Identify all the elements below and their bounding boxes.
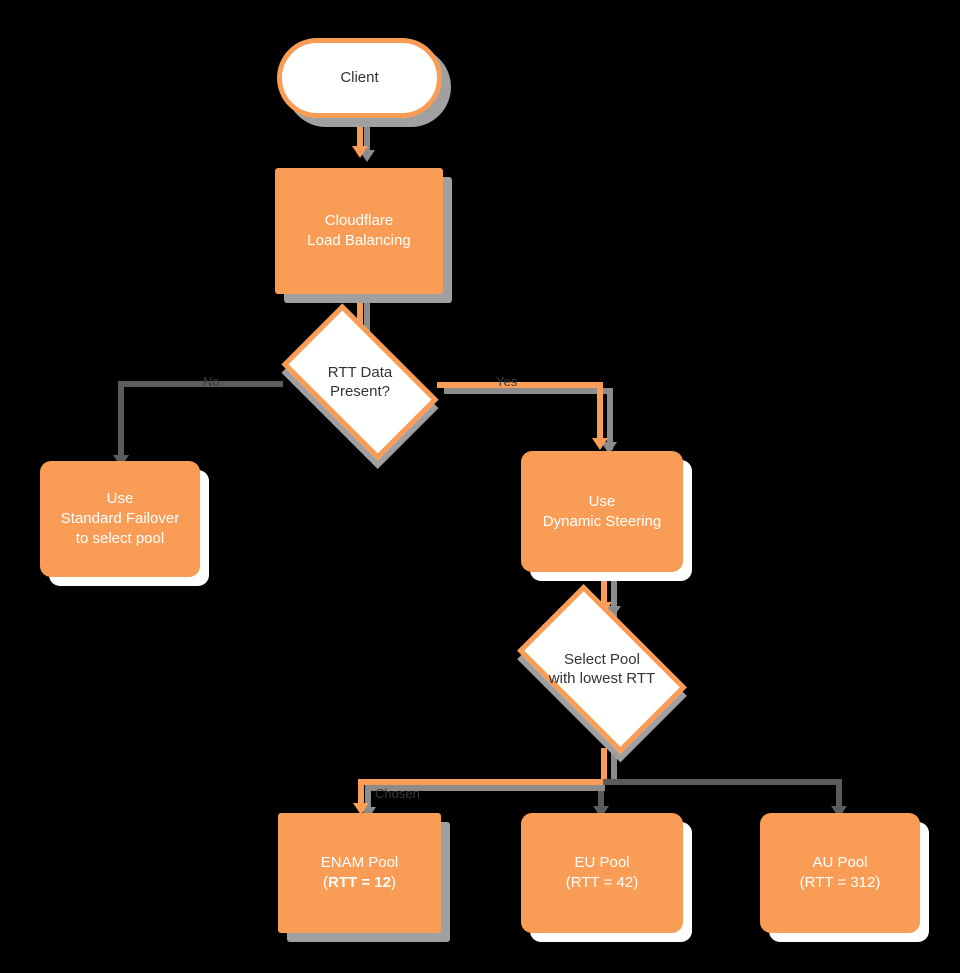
node-standard-failover-line2: Standard Failover <box>60 510 180 528</box>
edge-steering-to-select-shadow <box>611 578 617 620</box>
node-enam-pool[interactable]: ENAM Pool (RTT = 12) <box>278 813 441 933</box>
node-load-balancing-line1: Cloudflare <box>324 212 394 230</box>
node-standard-failover[interactable]: Use Standard Failover to select pool <box>40 461 200 577</box>
edge-select-to-enam-vertical-shadow <box>365 785 371 815</box>
node-select-pool-line1: Select Pool <box>564 650 640 668</box>
node-enam-pool-rtt: (RTT = 12) <box>321 873 399 893</box>
node-au-pool-value: RTT = 312 <box>804 874 876 891</box>
node-au-pool-paren-open: ( <box>799 874 805 891</box>
node-au-pool-line1: AU Pool <box>812 854 868 872</box>
edge-select-to-enam-horizontal-shadow <box>365 785 605 791</box>
node-eu-pool-paren-open: ( <box>565 874 571 891</box>
edge-decision-yes-horizontal-shadow <box>444 388 607 394</box>
edge-select-to-au-horizontal <box>604 779 842 785</box>
node-enam-pool-line1: ENAM Pool <box>320 854 399 872</box>
edge-select-stem <box>601 748 607 780</box>
edge-label-yes: Yes <box>496 374 518 389</box>
edge-client-to-lb-shadow <box>364 118 370 158</box>
arrow-decision-yes <box>592 438 608 450</box>
edge-select-to-enam-vertical <box>358 779 364 809</box>
node-rtt-decision[interactable]: RTT Data Present? <box>281 303 439 469</box>
edge-select-to-eu-vertical <box>598 779 604 814</box>
edge-label-chosen: Chosen <box>375 786 420 801</box>
edge-select-stem-shadow <box>611 752 617 782</box>
node-standard-failover-line1: Use <box>106 490 134 508</box>
node-eu-pool[interactable]: EU Pool (RTT = 42) <box>521 813 683 933</box>
edge-select-to-au-vertical <box>836 779 842 814</box>
edge-client-to-lb <box>357 114 363 154</box>
edge-decision-yes-vertical <box>597 382 603 444</box>
node-select-pool-line2: with lowest RTT <box>548 670 656 687</box>
node-load-balancing[interactable]: Cloudflare Load Balancing <box>275 168 443 294</box>
node-eu-pool-line1: EU Pool <box>574 854 630 872</box>
node-au-pool[interactable]: AU Pool (RTT = 312) <box>760 813 920 933</box>
node-dynamic-steering-line2: Dynamic Steering <box>542 512 662 530</box>
node-enam-pool-paren-open: ( <box>323 874 329 891</box>
node-rtt-decision-label: RTT Data Present? <box>292 339 428 425</box>
edge-decision-no-horizontal <box>118 381 283 387</box>
node-select-pool-label: Select Pool with lowest RTT <box>529 622 675 716</box>
node-enam-pool-paren-close: ) <box>390 874 396 891</box>
node-client-label: Client <box>340 69 379 87</box>
node-standard-failover-line3: to select pool <box>75 529 165 547</box>
node-rtt-decision-line2: Present? <box>329 383 391 400</box>
edge-select-to-enam-horizontal <box>358 779 603 785</box>
edge-steering-to-select <box>601 572 607 616</box>
node-dynamic-steering[interactable]: Use Dynamic Steering <box>521 451 683 572</box>
node-eu-pool-paren-close: ) <box>633 874 639 891</box>
node-dynamic-steering-line1: Use <box>588 492 616 510</box>
node-load-balancing-line2: Load Balancing <box>307 232 411 249</box>
node-rtt-decision-line1: RTT Data <box>327 363 393 381</box>
edge-decision-yes-horizontal <box>437 382 600 388</box>
node-au-pool-rtt: (RTT = 312) <box>800 873 881 893</box>
edge-decision-yes-vertical-shadow <box>607 388 613 450</box>
edge-lb-to-decision-shadow <box>364 298 370 338</box>
node-select-pool[interactable]: Select Pool with lowest RTT <box>517 584 687 763</box>
node-au-pool-paren-close: ) <box>875 874 881 891</box>
node-enam-pool-value: RTT = 12 <box>328 874 391 891</box>
edge-label-no: No <box>203 374 220 389</box>
node-eu-pool-value: RTT = 42 <box>570 874 634 891</box>
node-eu-pool-rtt: (RTT = 42) <box>566 873 638 893</box>
edge-decision-no-vertical <box>118 381 124 463</box>
node-client[interactable]: Client <box>277 38 442 118</box>
edge-lb-to-decision <box>357 294 363 336</box>
arrow-client-to-lb <box>352 146 368 158</box>
arrow-select-to-enam <box>353 803 369 815</box>
